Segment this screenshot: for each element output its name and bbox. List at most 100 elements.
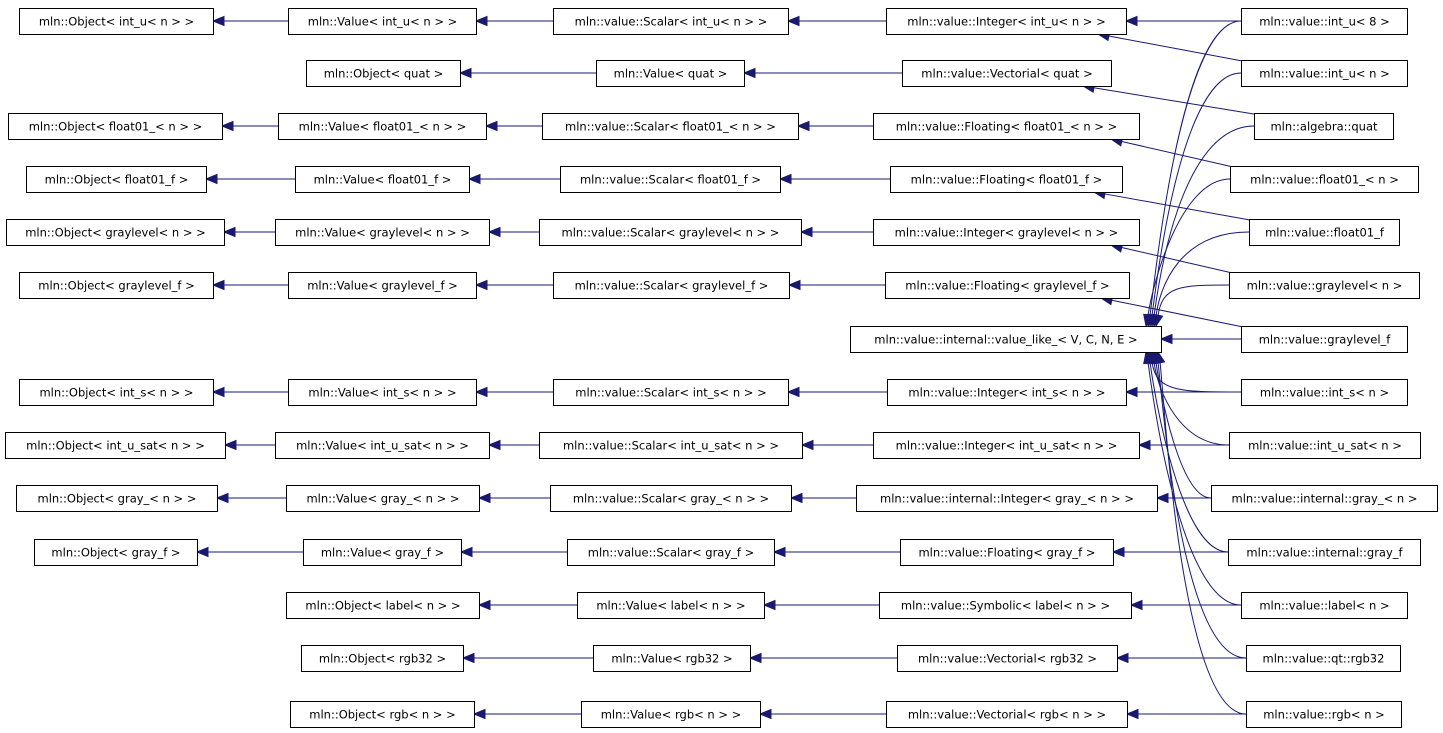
class-node-box <box>873 219 1140 246</box>
class-node-qt-rgb32[interactable]: mln::value::qt::rgb32 <box>1246 645 1401 672</box>
class-node-label: mln::Object< rgb< n > > <box>309 708 455 722</box>
class-node-val-int-u[interactable]: mln::Value< int_u< n > > <box>288 8 477 35</box>
class-node-label: mln::value::Scalar< gray_< n > > <box>573 492 769 506</box>
class-node-label: mln::value::int_u< n > <box>1259 67 1390 81</box>
class-node-box <box>539 432 803 459</box>
class-node-val-grayf[interactable]: mln::Value< gray_f > <box>303 539 462 566</box>
edge-arrowhead <box>461 652 475 664</box>
edge-arrowhead <box>799 226 813 238</box>
class-node-label: mln::value::float01_< n > <box>1250 173 1399 187</box>
class-node-label: mln::Object< graylevel_f > <box>38 279 195 293</box>
class-node-obj-gln[interactable]: mln::Object< graylevel< n > > <box>6 219 225 246</box>
class-node-label: mln::Value< gray_< n > > <box>306 492 459 506</box>
class-node-vec-rgbn[interactable]: mln::value::Vectorial< rgb< n > > <box>886 701 1128 728</box>
class-node-ints-n[interactable]: mln::value::int_s< n > <box>1241 379 1408 406</box>
class-node-gl-f[interactable]: mln::value::graylevel_f <box>1241 326 1408 353</box>
class-node-flt-f01n[interactable]: mln::value::Floating< float01_< n > > <box>873 113 1140 140</box>
class-node-int-u-n[interactable]: mln::value::int_u< n > <box>1241 60 1408 87</box>
class-node-label: mln::value::internal::value_like_< V, C,… <box>874 333 1137 347</box>
class-node-rgb-n[interactable]: mln::value::rgb< n > <box>1246 701 1402 728</box>
class-node-obj-grayf[interactable]: mln::Object< gray_f > <box>34 539 198 566</box>
class-node-sca-ints[interactable]: mln::value::Scalar< int_s< n > > <box>553 379 789 406</box>
class-node-int-u8[interactable]: mln::value::int_u< 8 > <box>1241 8 1408 35</box>
class-node-val-ints[interactable]: mln::Value< int_s< n > > <box>288 379 477 406</box>
class-node-obj-iusat[interactable]: mln::Object< int_u_sat< n > > <box>5 432 226 459</box>
class-node-int-grayn[interactable]: mln::value::internal::Integer< gray_< n … <box>856 485 1158 512</box>
class-node-sym-label[interactable]: mln::value::Symbolic< label< n > > <box>879 592 1132 619</box>
class-node-sca-f01n[interactable]: mln::value::Scalar< float01_< n > > <box>542 113 799 140</box>
class-node-value-like[interactable]: mln::value::internal::value_like_< V, C,… <box>850 326 1162 353</box>
class-node-box <box>286 592 480 619</box>
class-node-val-f01f[interactable]: mln::Value< float01_f > <box>295 166 470 193</box>
class-node-val-glf[interactable]: mln::Value< graylevel_f > <box>288 272 477 299</box>
edge-line <box>1147 178 1231 317</box>
class-node-sca-int-u[interactable]: mln::value::Scalar< int_u< n > > <box>553 8 789 35</box>
class-node-sca-f01f[interactable]: mln::value::Scalar< float01_f > <box>560 166 781 193</box>
class-node-obj-rgbn[interactable]: mln::Object< rgb< n > > <box>290 701 475 728</box>
class-node-flt-f01f[interactable]: mln::value::Floating< float01_f > <box>890 166 1123 193</box>
class-node-val-label[interactable]: mln::Value< label< n > > <box>577 592 765 619</box>
class-node-gray-n[interactable]: mln::value::internal::gray_< n > <box>1211 485 1438 512</box>
class-node-int-gln[interactable]: mln::value::Integer< graylevel< n > > <box>873 219 1140 246</box>
class-node-obj-int-u[interactable]: mln::Object< int_u< n > > <box>19 8 214 35</box>
class-node-f01-n[interactable]: mln::value::float01_< n > <box>1230 166 1419 193</box>
inheritance-edge <box>786 386 887 398</box>
class-node-alg-quat[interactable]: mln::algebra::quat <box>1254 113 1394 140</box>
class-node-box <box>567 539 775 566</box>
edge-line <box>1153 361 1230 446</box>
class-node-iusat-n[interactable]: mln::value::int_u_sat< n > <box>1229 432 1421 459</box>
class-node-box <box>288 272 477 299</box>
class-node-label: mln::value::Scalar< graylevel_f > <box>575 279 769 293</box>
edge-arrowhead <box>223 439 237 451</box>
class-node-box <box>539 219 802 246</box>
class-node-val-f01n[interactable]: mln::Value< float01_< n > > <box>278 113 487 140</box>
class-node-obj-grayn[interactable]: mln::Object< gray_< n > > <box>16 485 218 512</box>
class-node-sca-glf[interactable]: mln::value::Scalar< graylevel_f > <box>553 272 790 299</box>
inheritance-edge <box>1137 439 1229 451</box>
class-node-box <box>288 379 477 406</box>
class-node-val-gln[interactable]: mln::Value< graylevel< n > > <box>275 219 490 246</box>
inheritance-edge <box>1081 82 1267 117</box>
class-node-obj-rgb32[interactable]: mln::Object< rgb32 > <box>301 645 464 672</box>
class-node-vec-rgb32[interactable]: mln::value::Vectorial< rgb32 > <box>897 645 1118 672</box>
class-node-f01-f[interactable]: mln::value::float01_f <box>1249 219 1400 246</box>
edge-line <box>1151 361 1242 393</box>
class-node-val-quat[interactable]: mln::Value< quat > <box>596 60 745 87</box>
class-node-int-iusat[interactable]: mln::value::Integer< int_u_sat< n > > <box>873 432 1140 459</box>
inheritance-edge <box>472 708 581 720</box>
class-node-obj-ints[interactable]: mln::Object< int_s< n > > <box>19 379 214 406</box>
class-node-int-int-u[interactable]: mln::value::Integer< int_u< n > > <box>886 8 1127 35</box>
class-node-gl-n[interactable]: mln::value::graylevel< n > <box>1229 272 1420 299</box>
class-node-label-n[interactable]: mln::value::label< n > <box>1241 592 1408 619</box>
class-node-label: mln::value::int_s< n > <box>1260 386 1389 400</box>
class-node-box <box>19 379 214 406</box>
class-node-label: mln::Value< rgb< n > > <box>601 708 742 722</box>
inheritance-edge <box>1151 350 1212 499</box>
inheritance-edge <box>787 279 885 291</box>
edge-arrowhead <box>1143 350 1154 365</box>
class-node-sca-grayf[interactable]: mln::value::Scalar< gray_f > <box>567 539 775 566</box>
class-node-val-iusat[interactable]: mln::Value< int_u_sat< n > > <box>275 432 490 459</box>
class-node-obj-f01f[interactable]: mln::Object< float01_f > <box>26 166 207 193</box>
class-node-sca-grayn[interactable]: mln::value::Scalar< gray_< n > > <box>550 485 792 512</box>
class-node-flt-grayf[interactable]: mln::value::Floating< gray_f > <box>900 539 1114 566</box>
class-node-gray-f[interactable]: mln::value::internal::gray_f <box>1228 539 1421 566</box>
class-node-vec-quat[interactable]: mln::value::Vectorial< quat > <box>902 60 1112 87</box>
class-node-label: mln::Value< float01_< n > > <box>299 120 467 134</box>
class-node-box <box>303 539 462 566</box>
class-node-int-ints[interactable]: mln::value::Integer< int_s< n > > <box>887 379 1127 406</box>
class-node-val-grayn[interactable]: mln::Value< gray_< n > > <box>286 485 480 512</box>
inheritance-edge <box>789 492 856 504</box>
class-node-val-rgb32[interactable]: mln::Value< rgb32 > <box>593 645 751 672</box>
class-node-sca-gln[interactable]: mln::value::Scalar< graylevel< n > > <box>539 219 802 246</box>
class-node-flt-glf[interactable]: mln::value::Floating< graylevel_f > <box>885 272 1130 299</box>
class-node-obj-label[interactable]: mln::Object< label< n > > <box>286 592 480 619</box>
class-node-obj-f01n[interactable]: mln::Object< float01_< n > > <box>8 113 223 140</box>
class-node-obj-quat[interactable]: mln::Object< quat > <box>306 60 461 87</box>
class-node-box <box>902 60 1112 87</box>
class-node-sca-iusat[interactable]: mln::value::Scalar< int_u_sat< n > > <box>539 432 803 459</box>
class-node-label: mln::value::Integer< int_u< n > > <box>907 15 1105 29</box>
class-node-obj-glf[interactable]: mln::Object< graylevel_f > <box>19 272 214 299</box>
edge-arrowhead <box>1111 546 1125 558</box>
class-node-val-rgbn[interactable]: mln::Value< rgb< n > > <box>581 701 761 728</box>
